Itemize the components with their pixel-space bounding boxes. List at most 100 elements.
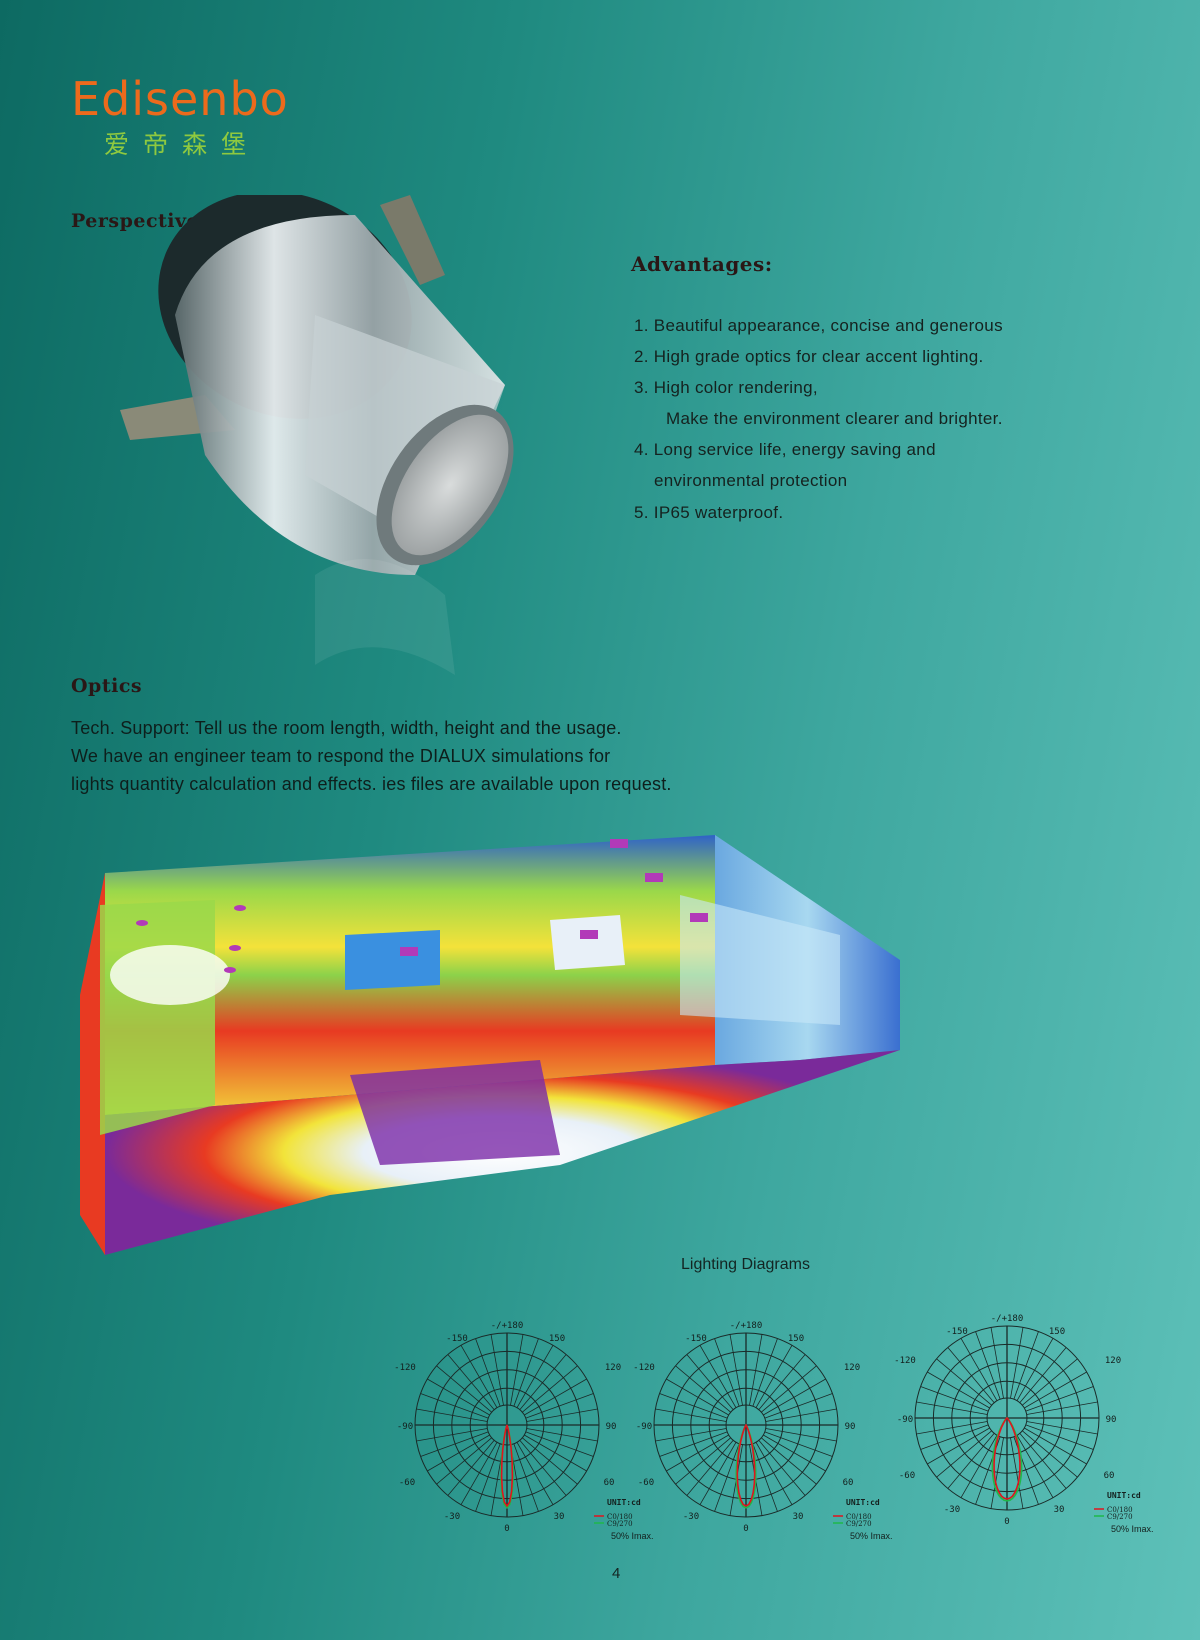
grid-spoke (420, 1393, 489, 1419)
grid-spoke (1022, 1358, 1078, 1406)
grid-spoke (436, 1365, 492, 1413)
grid-spoke (516, 1442, 554, 1505)
legend-c90: C9/270 (1107, 1513, 1133, 1521)
grid-spoke (675, 1365, 731, 1413)
unit-label: UNIT:cd (846, 1498, 880, 1507)
grid-spoke (761, 1365, 817, 1413)
grid-spoke (513, 1338, 539, 1407)
grid-spoke (666, 1434, 729, 1472)
unit-label: UNIT:cd (607, 1498, 641, 1507)
advantage-item: 3. High color rendering, (634, 378, 818, 397)
grid-spoke (947, 1433, 995, 1489)
legend-c90: C9/270 (607, 1520, 633, 1528)
grid-spoke (675, 1437, 731, 1485)
grid-spoke (519, 1440, 567, 1496)
grid-spoke (729, 1334, 743, 1406)
grid-spoke (420, 1431, 489, 1457)
grid-spoke (1024, 1371, 1087, 1409)
grid-spoke (427, 1434, 490, 1472)
downlight-product-image (120, 195, 514, 675)
grid-spoke (510, 1334, 524, 1406)
polar-tick-label: 150 (549, 1334, 565, 1344)
grid-spoke (920, 1386, 989, 1412)
grid-spoke (522, 1437, 578, 1485)
grid-spoke (990, 1437, 1004, 1509)
grid-spoke (686, 1440, 734, 1496)
beam-angle-label: 24° (734, 1538, 758, 1540)
advantages-heading: Advantages: (631, 252, 773, 276)
grid-spoke (525, 1393, 594, 1419)
polar-tick-label: -150 (446, 1334, 468, 1344)
polar-tick-label: 30 (1054, 1505, 1065, 1515)
polar-tick-label: 150 (1049, 1327, 1065, 1337)
grid-spoke (1025, 1386, 1094, 1412)
grid-spoke (1016, 1435, 1054, 1498)
grid-spoke (927, 1427, 990, 1465)
dialux-room-simulation (80, 835, 900, 1255)
polar-tick-label: -60 (399, 1478, 415, 1488)
beam-angle-label: 15° (495, 1538, 519, 1540)
polar-tick-label: 60 (843, 1478, 854, 1488)
grid-spoke (526, 1428, 598, 1442)
advantage-item: 1. Beautiful appearance, concise and gen… (634, 316, 1003, 335)
grid-spoke (990, 1327, 1004, 1399)
polar-tick-label: 90 (845, 1422, 856, 1432)
grid-spoke (513, 1443, 539, 1512)
tech-line: Tech. Support: Tell us the room length, … (71, 718, 622, 738)
grid-spoke (416, 1408, 488, 1422)
grid-spoke (655, 1428, 727, 1442)
polar-tick-label: -120 (633, 1363, 655, 1373)
polar-tick-label: 30 (554, 1512, 565, 1522)
grid-spoke (447, 1354, 495, 1410)
grid-spoke (1019, 1433, 1067, 1489)
polar-tick-label: -30 (444, 1512, 460, 1522)
grid-spoke (519, 1354, 567, 1410)
grid-spoke (936, 1358, 992, 1406)
grid-spoke (475, 1338, 501, 1407)
grid-spoke (960, 1435, 998, 1498)
unit-label: UNIT:cd (1107, 1491, 1141, 1500)
grid-spoke (447, 1440, 495, 1496)
grid-spoke (516, 1345, 554, 1408)
grid-spoke (1016, 1338, 1054, 1401)
legend-c0: C0/180 (607, 1513, 633, 1521)
grid-spoke (764, 1431, 833, 1457)
polar-tick-label: 0 (504, 1524, 509, 1534)
polar-tick-label: 150 (788, 1334, 804, 1344)
grid-spoke (752, 1338, 778, 1407)
grid-spoke (1010, 1327, 1024, 1399)
polar-tick-label: 0 (1004, 1517, 1009, 1527)
grid-spoke (655, 1408, 727, 1422)
polar-tick-label: 90 (606, 1422, 617, 1432)
tech-line: We have an engineer team to respond the … (71, 746, 611, 766)
grid-spoke (765, 1428, 837, 1442)
grid-spoke (525, 1431, 594, 1457)
grid-spoke (1026, 1401, 1098, 1415)
grid-spoke (749, 1334, 763, 1406)
grid-spoke (752, 1443, 778, 1512)
grid-spoke (714, 1443, 740, 1512)
polar-tick-label: -120 (394, 1363, 416, 1373)
polar-tick-label: 120 (1105, 1356, 1121, 1366)
polar-tick-label: -/+180 (991, 1314, 1024, 1324)
grid-spoke (927, 1371, 990, 1409)
polar-tick-label: -/+180 (730, 1321, 763, 1331)
grid-spoke (755, 1345, 793, 1408)
perspective-heading: Perspective (71, 210, 200, 232)
grid-spoke (427, 1378, 490, 1416)
grid-spoke (765, 1408, 837, 1422)
polar-tick-label: -90 (636, 1422, 652, 1432)
grid-spoke (436, 1437, 492, 1485)
advantage-item: 5. IP65 waterproof. (634, 503, 784, 522)
advantage-item: Make the environment clearer and brighte… (666, 409, 1003, 428)
grid-spoke (524, 1434, 587, 1472)
grid-spoke (522, 1365, 578, 1413)
polar-tick-label: 90 (1106, 1415, 1117, 1425)
grid-spoke (1025, 1424, 1094, 1450)
grid-spoke (916, 1421, 988, 1435)
optics-heading: Optics (71, 675, 143, 697)
brand-logo: Edisenbo (71, 72, 289, 126)
polar-tick-label: -30 (683, 1512, 699, 1522)
intensity-curve (736, 1423, 756, 1507)
